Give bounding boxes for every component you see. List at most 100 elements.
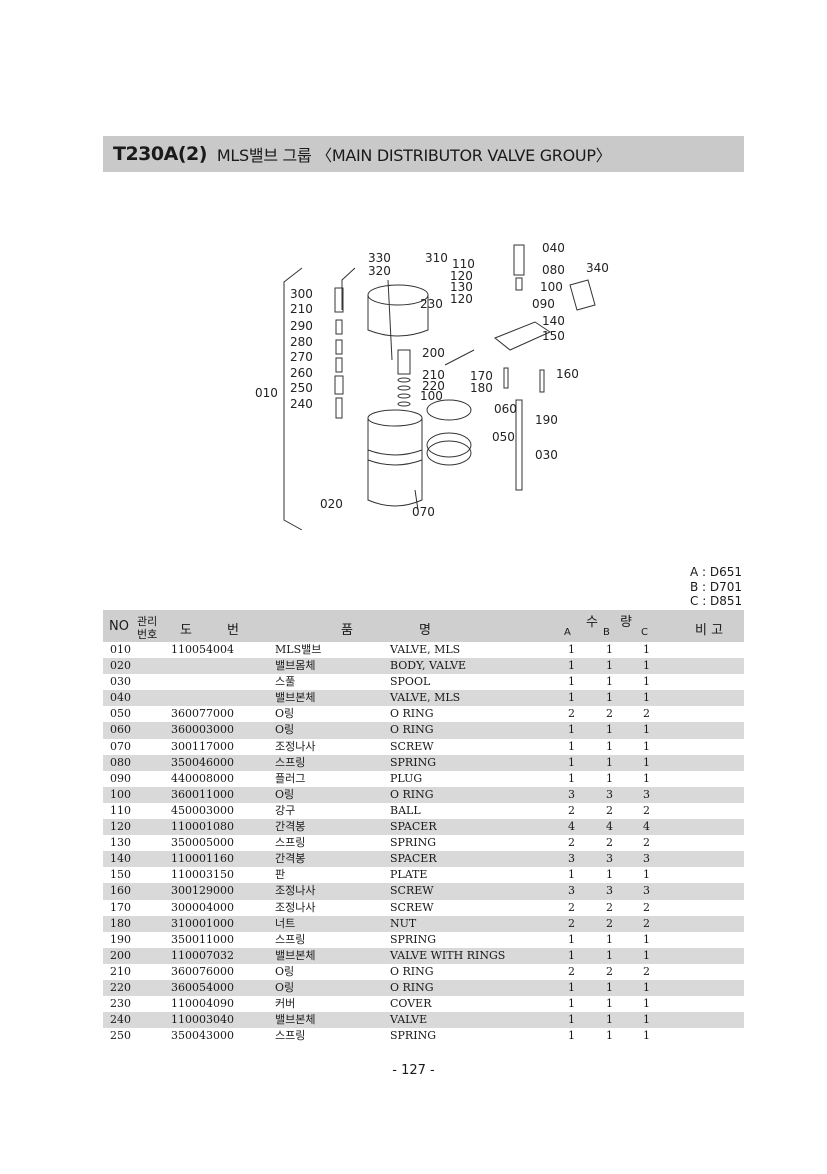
- cell-name-korean: 강구: [275, 803, 296, 817]
- svg-text:040: 040: [542, 241, 565, 255]
- cell-qty-c: 4: [643, 820, 650, 834]
- cell-no: 220: [110, 980, 131, 994]
- cell-drawing-number: 440008000: [171, 771, 234, 785]
- svg-text:340: 340: [586, 261, 609, 275]
- cell-qty-b: 2: [606, 836, 613, 850]
- cell-qty-a: 1: [568, 659, 575, 673]
- cell-qty-a: 4: [568, 820, 575, 834]
- cell-qty-c: 2: [643, 707, 650, 721]
- svg-text:020: 020: [320, 497, 343, 511]
- cell-name-korean: 스프링: [275, 755, 306, 769]
- cell-qty-c: 2: [643, 900, 650, 914]
- cell-name-english: SPACER: [390, 820, 437, 834]
- cell-qty-a: 1: [568, 723, 575, 737]
- header-mgmt-line1: 관리: [137, 615, 158, 628]
- cell-qty-c: 1: [643, 1029, 650, 1043]
- cell-qty-b: 1: [606, 643, 613, 656]
- cell-no: 150: [110, 868, 131, 882]
- cell-qty-a: 1: [568, 1029, 575, 1043]
- cell-name-english: VALVE, MLS: [390, 643, 461, 656]
- svg-text:060: 060: [494, 402, 517, 416]
- cell-name-korean: O링: [275, 787, 295, 801]
- svg-text:170: 170: [470, 369, 493, 383]
- svg-text:180: 180: [470, 381, 493, 395]
- svg-text:210: 210: [422, 368, 445, 382]
- cell-qty-b: 3: [606, 787, 613, 801]
- model-variant-key: A : D651 B : D701 C : D851: [690, 565, 742, 609]
- cell-drawing-number: 110001160: [171, 852, 234, 866]
- svg-text:200: 200: [422, 346, 445, 360]
- cell-no: 140: [110, 852, 131, 866]
- cell-qty-a: 2: [568, 964, 575, 978]
- svg-text:230: 230: [420, 297, 443, 311]
- cell-qty-c: 2: [643, 836, 650, 850]
- cell-name-english: BALL: [390, 803, 421, 817]
- cell-name-english: SPACER: [390, 852, 437, 866]
- cell-name-korean: 간격봉: [275, 852, 306, 866]
- cell-name-english: SPRING: [390, 932, 436, 946]
- cell-qty-a: 3: [568, 787, 575, 801]
- cell-name-korean: O링: [275, 723, 295, 737]
- svg-text:260: 260: [290, 366, 313, 380]
- cell-qty-c: 1: [643, 997, 650, 1011]
- cell-qty-a: 1: [568, 997, 575, 1011]
- cell-drawing-number: 360054000: [171, 980, 234, 994]
- cell-drawing-number: 110001080: [171, 820, 234, 834]
- cell-qty-b: 1: [606, 691, 613, 705]
- svg-text:140: 140: [542, 314, 565, 328]
- svg-text:100: 100: [420, 389, 443, 403]
- cell-name-korean: O링: [275, 980, 295, 994]
- group-code: T230A(2): [113, 143, 207, 165]
- cell-name-english: O RING: [390, 723, 434, 737]
- cell-qty-b: 2: [606, 916, 613, 930]
- cell-qty-c: 1: [643, 643, 650, 656]
- svg-text:290: 290: [290, 319, 313, 333]
- svg-text:220: 220: [422, 379, 445, 393]
- cell-no: 210: [110, 964, 131, 978]
- cell-qty-b: 1: [606, 980, 613, 994]
- cell-name-korean: 스프링: [275, 836, 306, 850]
- cell-name-korean: 밸브본체: [275, 691, 316, 705]
- svg-text:280: 280: [290, 335, 313, 349]
- cell-qty-c: 1: [643, 1013, 650, 1027]
- cell-qty-c: 1: [643, 980, 650, 994]
- cell-name-korean: 너트: [275, 916, 296, 930]
- cell-name-english: COVER: [390, 997, 432, 1011]
- cell-drawing-number: 110003150: [171, 868, 234, 882]
- cell-no: 130: [110, 836, 131, 850]
- cell-qty-a: 1: [568, 675, 575, 689]
- cell-no: 180: [110, 916, 131, 930]
- svg-text:100: 100: [540, 280, 563, 294]
- header-col-a: A: [564, 627, 571, 638]
- cell-qty-c: 1: [643, 691, 650, 705]
- svg-text:320: 320: [368, 264, 391, 278]
- cell-no: 030: [110, 675, 131, 689]
- cell-drawing-number: 310001000: [171, 916, 234, 930]
- cell-no: 040: [110, 691, 131, 705]
- cell-qty-c: 2: [643, 916, 650, 930]
- cell-qty-b: 1: [606, 932, 613, 946]
- cell-no: 200: [110, 948, 131, 962]
- cell-qty-c: 1: [643, 868, 650, 882]
- cell-qty-b: 1: [606, 771, 613, 785]
- cell-name-korean: 조정나사: [275, 900, 316, 914]
- svg-text:080: 080: [542, 263, 565, 277]
- svg-text:120: 120: [450, 292, 473, 306]
- exploded-parts-diagram: 330 320 310 110 120 130 120 230 300 210 …: [255, 241, 609, 530]
- cell-name-english: O RING: [390, 964, 434, 978]
- cell-qty-b: 1: [606, 659, 613, 673]
- cell-drawing-number: 350011000: [171, 932, 234, 946]
- cell-no: 160: [110, 884, 131, 898]
- cell-qty-b: 1: [606, 1029, 613, 1043]
- section-title-bar: T230A(2) MLS밸브 그룹 〈MAIN DISTRIBUTOR VALV…: [103, 136, 744, 172]
- cell-qty-c: 1: [643, 948, 650, 962]
